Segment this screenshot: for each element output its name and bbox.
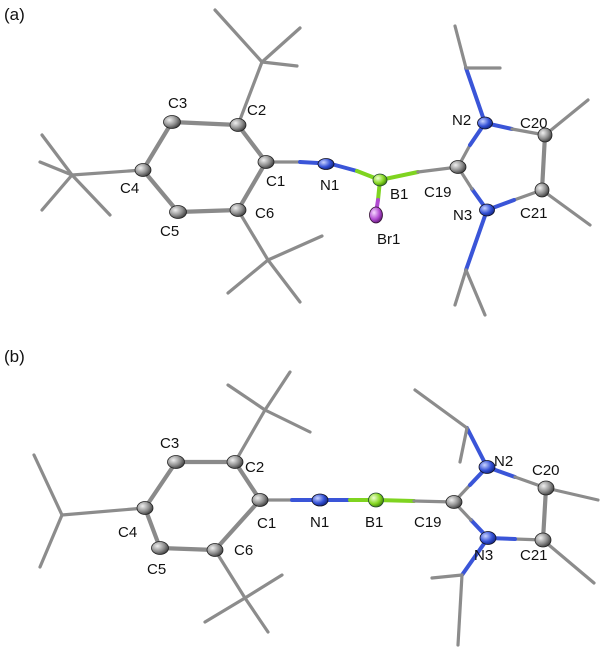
label-c5-a: C5: [160, 223, 179, 240]
aryl-ring-a: [140, 119, 269, 215]
label-n2-a: N2: [452, 112, 471, 129]
panel-a: (a): [4, 5, 592, 317]
atom-c19-b: [445, 495, 463, 509]
atom-n2-a: [477, 116, 493, 130]
atom-b1-b: [368, 492, 384, 508]
atom-br1-a: [369, 206, 383, 224]
tbutyl-c2-b: [226, 370, 312, 464]
atom-c5-b: [151, 541, 169, 555]
atom-c6-b: [206, 543, 224, 557]
atom-c20-b: [537, 480, 555, 496]
bond-n1-b1-a: [333, 163, 359, 173]
label-n1-b: N1: [310, 514, 329, 531]
atom-n3-b: [479, 531, 497, 545]
atom-c6-a: [229, 203, 247, 217]
atom-n1-b: [311, 493, 329, 507]
methyls-a: [540, 98, 592, 227]
tbutyl-c6-a: [226, 208, 324, 304]
panel-label-b: (b): [4, 347, 25, 366]
ethyl-n2-b: [413, 388, 489, 469]
label-n2-b: N2: [494, 453, 513, 470]
label-b1-b: B1: [365, 514, 383, 531]
atom-c5-a: [169, 205, 187, 219]
atom-c4-b: [136, 501, 154, 515]
methyls-b: [541, 486, 600, 585]
panel-b: (b): [4, 347, 600, 647]
label-c4-a: C4: [120, 180, 139, 197]
label-c6-b: C6: [234, 542, 253, 559]
atom-c2-a: [229, 118, 247, 132]
label-c4-b: C4: [118, 524, 137, 541]
atom-n3-a: [479, 203, 495, 217]
atom-b1-a: [372, 173, 388, 187]
atom-c19-a: [449, 160, 467, 174]
atom-c20-a: [537, 127, 553, 143]
panel-label-a: (a): [4, 5, 25, 24]
ethyl-n2-a: [453, 24, 502, 125]
label-c1-a: C1: [266, 173, 285, 190]
aryl-ring-b: [142, 459, 263, 553]
bond-c1-n1-n-a: [298, 160, 320, 165]
label-c19-b: C19: [414, 514, 442, 531]
label-c3-b: C3: [160, 435, 179, 452]
atom-n1-a: [317, 158, 335, 170]
label-c19-a: C19: [424, 184, 452, 201]
ethyl-n3-a: [453, 208, 489, 317]
atom-c3-a: [163, 115, 181, 129]
label-c2-a: C2: [247, 102, 266, 119]
label-c3-a: C3: [168, 95, 187, 112]
label-c21-b: C21: [520, 547, 548, 564]
tbutyl-c2-a: [213, 8, 302, 127]
label-c2-b: C2: [245, 459, 264, 476]
atom-c21-b: [534, 532, 552, 548]
label-br1-a: Br1: [377, 231, 400, 248]
label-c20-b: C20: [532, 462, 560, 479]
atom-c2-b: [226, 455, 244, 469]
atom-c21-a: [534, 182, 550, 198]
label-b1-a: B1: [390, 186, 408, 203]
atom-n2-b: [478, 460, 496, 474]
label-n3-a: N3: [453, 207, 472, 224]
isopropyl-c4-b: [32, 453, 147, 569]
label-c21-a: C21: [520, 205, 548, 222]
imidazole-ring-a: [456, 121, 548, 212]
atom-c3-b: [167, 455, 185, 469]
label-c5-b: C5: [147, 561, 166, 578]
label-c6-a: C6: [255, 205, 274, 222]
label-n3-b: N3: [474, 547, 493, 564]
atom-c4-a: [134, 163, 152, 177]
label-c20-a: C20: [520, 115, 548, 132]
atom-c1-b: [251, 493, 269, 507]
ethyl-n3-b: [430, 536, 490, 647]
tbutyl-c4-a: [38, 133, 145, 217]
atom-c1-a: [257, 155, 275, 169]
tbutyl-c6-b: [203, 548, 284, 634]
label-c1-b: C1: [257, 515, 276, 532]
label-n1-a: N1: [320, 177, 339, 194]
